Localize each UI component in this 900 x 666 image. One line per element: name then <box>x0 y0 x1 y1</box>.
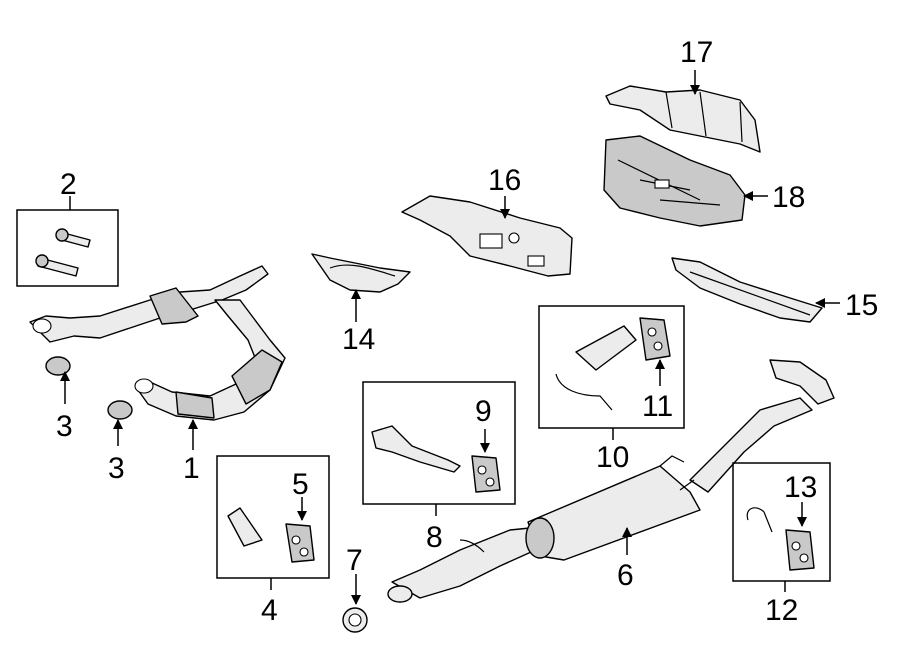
part-1-converter-pipe <box>29 265 286 421</box>
callout-2: 2 <box>60 168 77 201</box>
callout-8: 8 <box>426 521 443 554</box>
part-16-heat-shield <box>401 195 573 277</box>
part-17-heat-shield <box>605 85 761 153</box>
callout-14: 14 <box>342 323 375 356</box>
part-12-box <box>732 462 831 582</box>
leader-lines <box>60 70 840 605</box>
part-4-bracket-box <box>216 455 330 579</box>
part-7-clamp <box>342 607 368 633</box>
callout-9: 9 <box>475 395 492 428</box>
callout-18: 18 <box>772 181 805 214</box>
part-8-box <box>362 381 516 505</box>
callout-7: 7 <box>346 544 363 577</box>
callout-17: 17 <box>680 36 713 69</box>
callout-10: 10 <box>596 441 629 474</box>
part-12-hanger-box <box>732 462 831 582</box>
part-10-box <box>538 305 685 429</box>
part-8-hanger-box <box>362 381 516 505</box>
callout-3a: 3 <box>56 410 73 443</box>
part-14-heat-shield <box>311 253 411 293</box>
callout-11: 11 <box>642 390 673 423</box>
part-4-box <box>216 455 330 579</box>
callout-1: 1 <box>183 452 200 485</box>
callout-6: 6 <box>617 559 634 592</box>
callout-3b: 3 <box>108 452 125 485</box>
part-2-box <box>16 209 119 287</box>
callout-4: 4 <box>261 594 278 627</box>
callout-12: 12 <box>765 594 798 627</box>
callout-labels: 1 2 3 3 4 5 6 7 8 9 10 11 12 13 14 15 16… <box>56 36 878 627</box>
part-15-heat-shield <box>671 257 823 323</box>
part-2-bolts <box>16 209 119 287</box>
callout-5: 5 <box>292 468 309 501</box>
part-6-muffler <box>387 359 835 603</box>
callout-13: 13 <box>784 471 817 504</box>
part-10-hanger-box <box>538 305 685 429</box>
callout-16: 16 <box>488 164 521 197</box>
callout-15: 15 <box>845 289 878 322</box>
part-18-heat-shield <box>603 135 746 227</box>
